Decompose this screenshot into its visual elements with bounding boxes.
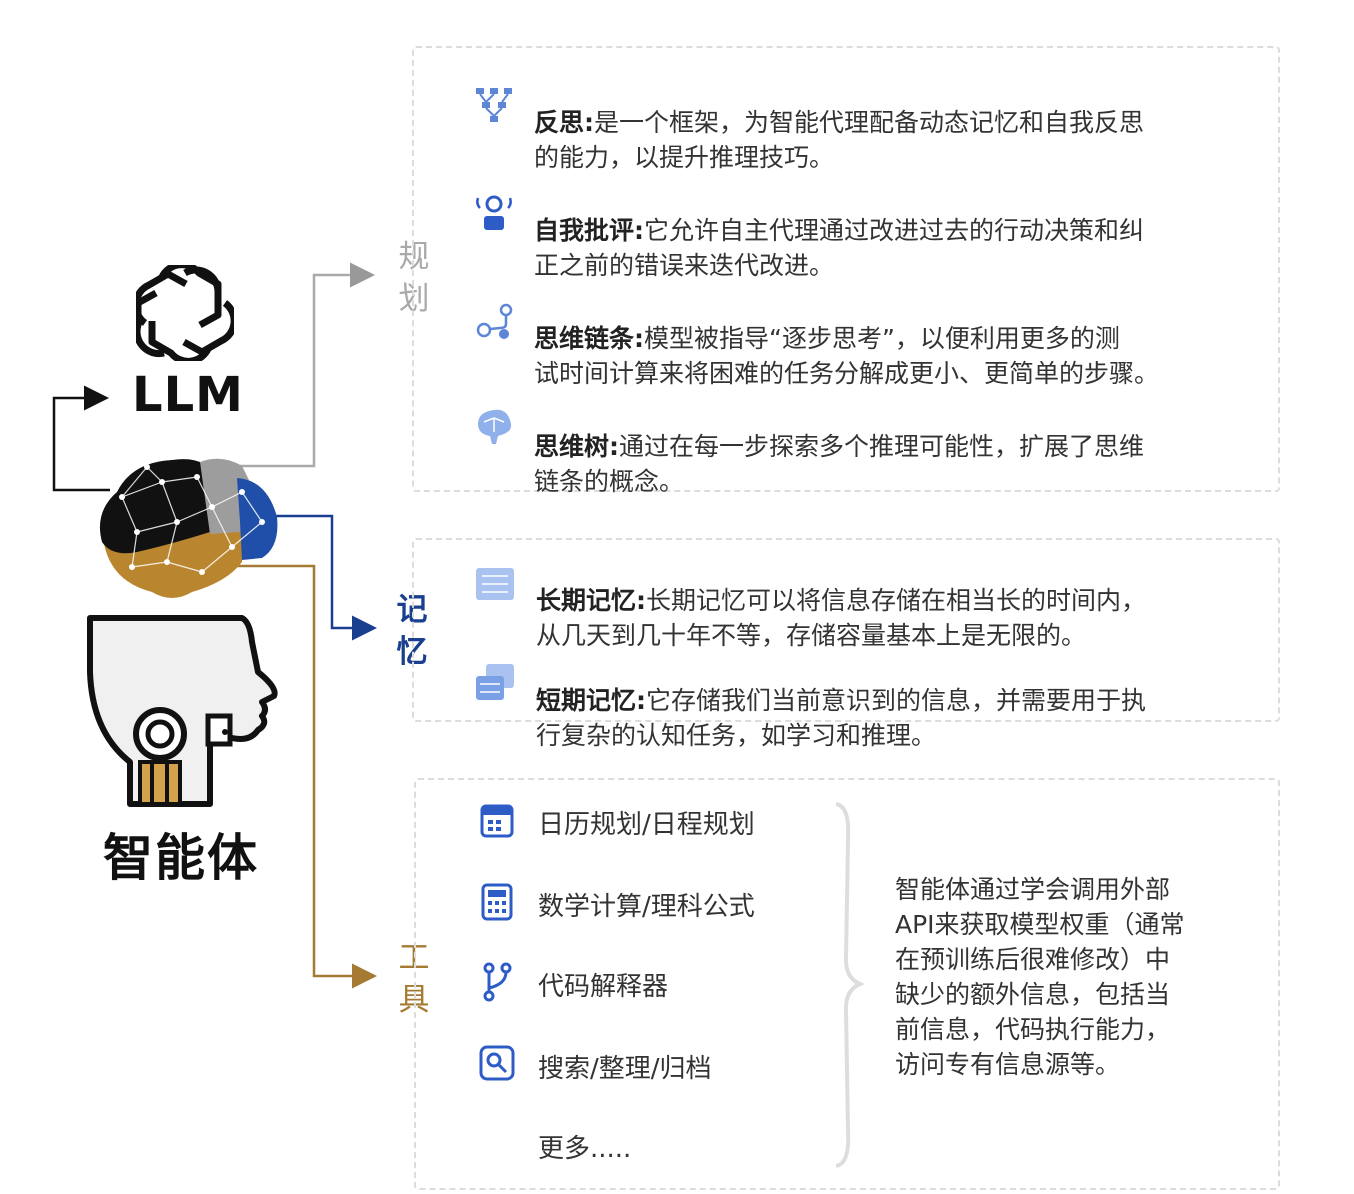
chain-of-thought-text-2: 试时间计算来将困难的任务分解成更小、更简单的步骤。: [534, 359, 1160, 388]
llm-connector: [52, 385, 110, 492]
tool-item: 数学计算/理科公式: [476, 880, 816, 924]
tool-label: 数学计算/理科公式: [538, 892, 755, 922]
short-term-memory-title: 短期记忆:: [536, 686, 646, 715]
memory-box: [412, 538, 1280, 722]
tools-box: [414, 778, 1280, 1190]
tool-item: 更多.....: [476, 1124, 816, 1168]
tool-item: 日历规划/日程规划: [476, 800, 816, 844]
planning-item: 反思:是一个框架，为智能代理配备动态记忆和自我反思的能力，以提升推理技巧。: [470, 70, 1270, 172]
tool-label: 搜索/整理/归档: [538, 1054, 712, 1084]
chain-of-thought-icon: [476, 303, 513, 339]
reflection-icon: [476, 88, 512, 122]
memory-connector: [270, 514, 377, 641]
self-critique-text-2: 正之前的错误来迭代改进。: [534, 251, 835, 280]
tree-of-thought-text: 通过在每一步探索多个推理可能性，扩展了思维: [619, 432, 1145, 461]
self-critique-title: 自我批评:: [534, 216, 644, 245]
planning-item: 自我批评:它允许自主代理通过改进过去的行动决策和纠正之前的错误来迭代改进。: [470, 178, 1270, 280]
tools-connector: [210, 564, 377, 989]
reflection-title: 反思:: [534, 108, 594, 137]
planning-box: [412, 46, 1280, 492]
short-term-memory-icon: [476, 664, 514, 700]
calculator-icon: [481, 883, 513, 921]
long-term-memory-icon: [476, 568, 514, 600]
tool-item: 搜索/整理/归档: [476, 1042, 816, 1086]
curly-brace: [835, 802, 866, 1168]
self-critique-text: 它允许自主代理通过改进过去的行动决策和纠: [644, 216, 1145, 245]
chain-of-thought-title: 思维链条:: [534, 324, 644, 353]
agent-head-icon: [87, 615, 278, 807]
agent-label: 智能体: [103, 829, 259, 887]
planning-connector: [205, 262, 375, 468]
long-term-memory-text: 长期记忆可以将信息存储在相当长的时间内，: [646, 586, 1147, 615]
tool-label: 日历规划/日程规划: [538, 810, 755, 840]
tool-label: 更多.....: [538, 1134, 632, 1164]
llm-label: LLM: [132, 367, 244, 423]
long-term-memory-title: 长期记忆:: [536, 586, 646, 615]
calendar-icon: [480, 804, 514, 838]
short-term-memory-text: 它存储我们当前意识到的信息，并需要用于执: [646, 686, 1147, 715]
planning-item: 思维链条:模型被指导“逐步思考”，以便利用更多的测试时间计算来将困难的任务分解成…: [470, 286, 1270, 388]
tree-of-thought-title: 思维树:: [534, 432, 619, 461]
long-term-memory-text-2: 从几天到几十年不等，存储容量基本上是无限的。: [536, 621, 1087, 650]
tool-label: 代码解释器: [538, 972, 669, 1002]
memory-item: 长期记忆:长期记忆可以将信息存储在相当长的时间内， 从几天到几十年不等，存储容量基…: [470, 548, 1270, 650]
code-branch-icon: [483, 962, 512, 1002]
brain-icon: [99, 458, 278, 598]
memory-item: 短期记忆:它存储我们当前意识到的信息，并需要用于执行复杂的认知任务，如学习和推理…: [470, 648, 1270, 750]
planning-item: 思维树:通过在每一步探索多个推理可能性，扩展了思维链条的概念。: [470, 394, 1270, 496]
tree-of-thought-text-2: 链条的概念。: [534, 467, 685, 496]
reflection-text-2: 的能力，以提升推理技巧。: [534, 143, 835, 172]
reflection-text: 是一个框架，为智能代理配备动态记忆和自我反思: [594, 108, 1145, 137]
planning-category-label: 规 划: [398, 239, 430, 317]
tree-of-thought-icon: [478, 409, 512, 444]
self-critique-icon: [476, 195, 512, 230]
openai-logo-icon: [136, 265, 234, 361]
chain-of-thought-text: 模型被指导“逐步思考”，以便利用更多的测: [644, 324, 1120, 353]
short-term-memory-text-2: 行复杂的认知任务，如学习和推理。: [536, 721, 937, 750]
search-icon: [479, 1045, 515, 1081]
tools-description: 智能体通过学会调用外部 API来获取模型权重（通常 在预训练后很难修改）中 缺少…: [895, 875, 1185, 1079]
tool-item: 代码解释器: [476, 960, 816, 1004]
